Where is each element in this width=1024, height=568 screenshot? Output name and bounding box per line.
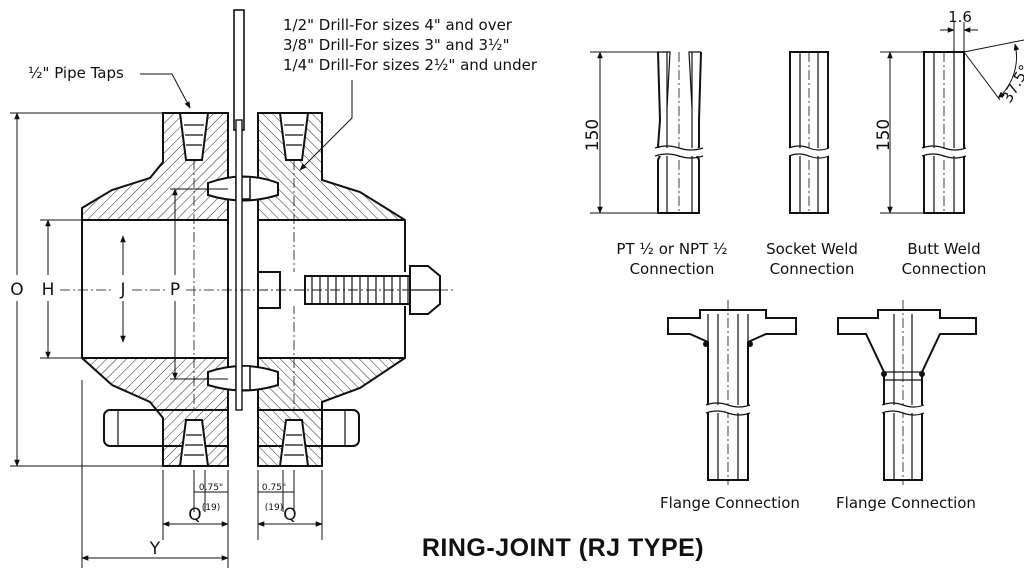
note-drill: 1/2" Drill-For sizes 4" and over 3/8" Dr… (283, 16, 538, 171)
pipe-taps-label: ½" Pipe Taps (28, 64, 124, 82)
butt-label-1: Butt Weld (907, 240, 980, 258)
lower-ring-gasket (207, 365, 279, 392)
tap-right-inch: 0.75" (262, 483, 286, 493)
length-label-2: 150 (874, 119, 894, 151)
pipe-tap-top-left (178, 112, 210, 410)
tap-left-inch: 0.75" (199, 483, 223, 493)
dimension-Y: Y (81, 380, 229, 568)
detail-flange-connection-1: Flange Connection (660, 300, 800, 512)
flange-label-2: Flange Connection (836, 494, 976, 512)
dim-label-O: O (10, 280, 23, 300)
bevel-angle-label: 37.5° (998, 62, 1024, 106)
pt-label-1: PT ½ or NPT ½ (616, 240, 727, 258)
dimension-Q-left: Q (162, 470, 229, 568)
detail-butt-weld: 150 1.6 37.5° Butt Weld Connection (874, 8, 1024, 278)
pipe-tap-bottom-left (178, 419, 210, 467)
pipe-tap-bottom-right (278, 419, 310, 467)
dimension-J: J (114, 235, 132, 343)
length-label-1: 150 (583, 119, 603, 151)
detail-socket-weld: Socket Weld Connection (766, 51, 858, 278)
pt-label-2: Connection (630, 260, 715, 278)
drawing-title: RING-JOINT (RJ TYPE) (422, 534, 704, 562)
dimension-tap-left: 0.75" (19) (193, 470, 228, 513)
dim-label-H: H (42, 280, 55, 300)
dim-label-Y: Y (149, 539, 161, 559)
tap-right-mm: (19) (265, 503, 283, 513)
flange-assembly (60, 9, 455, 467)
dim-label-Q-right: Q (283, 505, 296, 525)
tap-left-mm: (19) (202, 503, 220, 513)
note-pipe-taps: ½" Pipe Taps (28, 64, 191, 109)
bevel-width-label: 1.6 (948, 8, 972, 26)
dim-label-Q-left: Q (188, 505, 201, 525)
socket-label-1: Socket Weld (766, 240, 858, 258)
flange-label-1: Flange Connection (660, 494, 800, 512)
dim-label-P: P (170, 280, 180, 300)
detail-pt-connection: 150 PT ½ or NPT ½ Connection (583, 51, 728, 278)
dim-label-J: J (119, 280, 125, 300)
dimension-H: H (39, 219, 82, 359)
detail-flange-connection-2: Flange Connection (836, 300, 977, 512)
drill-note-1: 1/2" Drill-For sizes 4" and over (283, 16, 513, 34)
drill-note-2: 3/8" Drill-For sizes 3" and 3½" (283, 36, 510, 54)
dimension-P: P (165, 188, 228, 380)
dimension-Q-right: Q (257, 470, 323, 540)
dimension-O: O (8, 112, 163, 467)
drill-note-3: 1/4" Drill-For sizes 2½" and under (283, 56, 538, 74)
dimension-tap-right: 0.75" (19) (258, 470, 295, 513)
pipe-tap-top-right (278, 112, 310, 410)
orifice-plate (233, 9, 245, 411)
socket-label-2: Connection (770, 260, 855, 278)
butt-label-2: Connection (902, 260, 987, 278)
